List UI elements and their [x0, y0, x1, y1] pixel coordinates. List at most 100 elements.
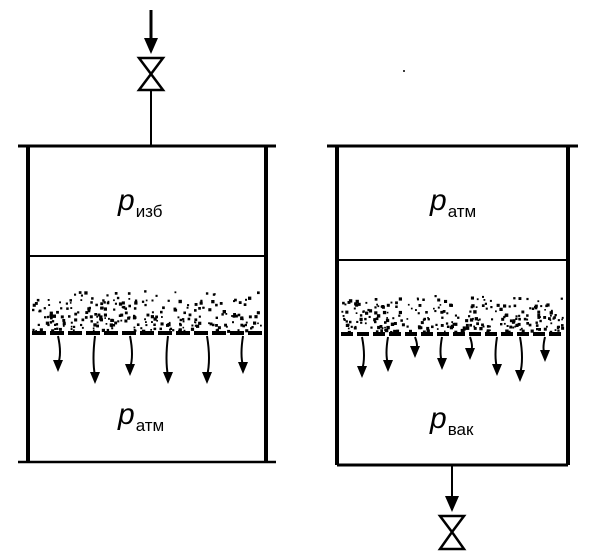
sediment-particle: [390, 301, 393, 304]
sediment-particle: [99, 315, 103, 319]
sediment-particle: [120, 319, 123, 322]
sediment-particle: [546, 325, 548, 328]
sediment-particle: [66, 307, 69, 310]
sediment-particle: [212, 323, 215, 327]
sediment-particle: [386, 317, 388, 319]
sediment-particle: [517, 322, 521, 326]
sediment-particle: [84, 291, 88, 295]
sediment-particle: [472, 317, 474, 320]
sediment-particle: [110, 324, 113, 328]
sediment-particle: [452, 322, 455, 326]
right-top-pressure-label: pатм: [429, 184, 476, 221]
sediment-particle: [376, 314, 381, 318]
sediment-particle: [254, 315, 258, 319]
sediment-particle: [103, 301, 106, 304]
arrow-down-icon: [410, 346, 420, 358]
arrow-down-icon: [383, 360, 393, 372]
sediment-particle: [160, 322, 164, 326]
sediment-particle: [49, 314, 53, 318]
sediment-particle: [70, 321, 73, 324]
sediment-particle: [248, 296, 252, 300]
sediment-particle: [374, 306, 377, 309]
sediment-particle: [87, 309, 91, 313]
sediment-particle: [221, 313, 224, 316]
sediment-particle: [179, 318, 182, 322]
sediment-particle: [410, 307, 413, 310]
left-top-pressure-label: pизб: [117, 184, 163, 221]
sediment-particle: [449, 326, 453, 330]
sediment-particle: [427, 318, 430, 321]
sediment-particle: [396, 329, 400, 333]
sediment-particle: [240, 323, 244, 327]
sediment-particle: [183, 329, 186, 332]
sediment-particle: [121, 301, 125, 305]
sediment-particle: [121, 306, 124, 308]
flow-arrow-shaft: [57, 335, 61, 365]
sediment-particle: [169, 327, 173, 330]
sediment-particle: [526, 322, 529, 325]
sediment-particle: [47, 315, 50, 318]
sediment-particle: [515, 317, 518, 320]
sediment-particle: [62, 322, 66, 326]
sediment-particle: [347, 323, 350, 327]
sediment-particle: [251, 326, 254, 329]
sediment-particle: [134, 301, 138, 305]
sediment-particle: [512, 326, 515, 329]
right-bottom-pressure-label: pвак: [429, 402, 474, 439]
sediment-particle: [179, 323, 182, 327]
sediment-particle: [534, 304, 538, 308]
sediment-particle: [364, 317, 367, 321]
sediment-particle: [376, 303, 378, 306]
sediment-particle: [433, 307, 435, 310]
sediment-particle: [431, 325, 434, 329]
sediment-particle: [166, 323, 169, 327]
sediment-particle: [422, 330, 426, 334]
sediment-particle: [178, 328, 182, 332]
sediment-particle: [250, 327, 253, 330]
sediment-particle: [426, 326, 430, 330]
sediment-particle: [355, 312, 358, 314]
flow-arrow-shaft: [519, 336, 523, 375]
sediment-particle: [38, 309, 42, 313]
sediment-particle: [118, 302, 123, 306]
sediment-particle: [194, 303, 198, 306]
sediment-particle: [112, 324, 115, 327]
sediment-particle: [188, 313, 192, 317]
sediment-particle: [211, 300, 215, 304]
sediment-particle: [473, 327, 477, 330]
flow-arrow-shaft: [165, 335, 169, 377]
sediment-particle: [537, 316, 541, 319]
sediment-particle: [417, 325, 421, 329]
sediment-particle: [386, 311, 389, 314]
sediment-particle: [557, 329, 560, 332]
sediment-particle: [444, 330, 446, 333]
sediment-particle: [344, 303, 347, 306]
sediment-particle: [473, 325, 476, 328]
sediment-particle: [381, 327, 384, 330]
sediment-particle: [209, 322, 213, 326]
sediment-particle: [441, 316, 444, 319]
sediment-particle: [234, 298, 237, 302]
sediment-particle: [133, 315, 136, 318]
sediment-particle: [422, 298, 425, 301]
sediment-particle: [450, 304, 453, 307]
sediment-particle: [491, 318, 494, 321]
sediment-particle: [434, 295, 437, 298]
sediment-particle: [561, 324, 564, 327]
sediment-particle: [127, 316, 131, 320]
sediment-particle: [477, 319, 480, 322]
sediment-particle: [406, 318, 409, 320]
sediment-particle: [194, 324, 197, 327]
sediment-particle: [183, 311, 186, 315]
sediment-particle: [341, 310, 344, 313]
sediment-particle: [141, 300, 145, 303]
sediment-particle: [437, 306, 440, 309]
sediment-particle: [69, 302, 72, 304]
sediment-particle: [233, 313, 236, 316]
sediment-particle: [80, 294, 83, 297]
sediment-particle: [104, 317, 106, 319]
sediment-particle: [81, 326, 84, 329]
sediment-particle: [114, 292, 118, 295]
sediment-particle: [169, 328, 171, 331]
sediment-particle: [56, 327, 59, 330]
